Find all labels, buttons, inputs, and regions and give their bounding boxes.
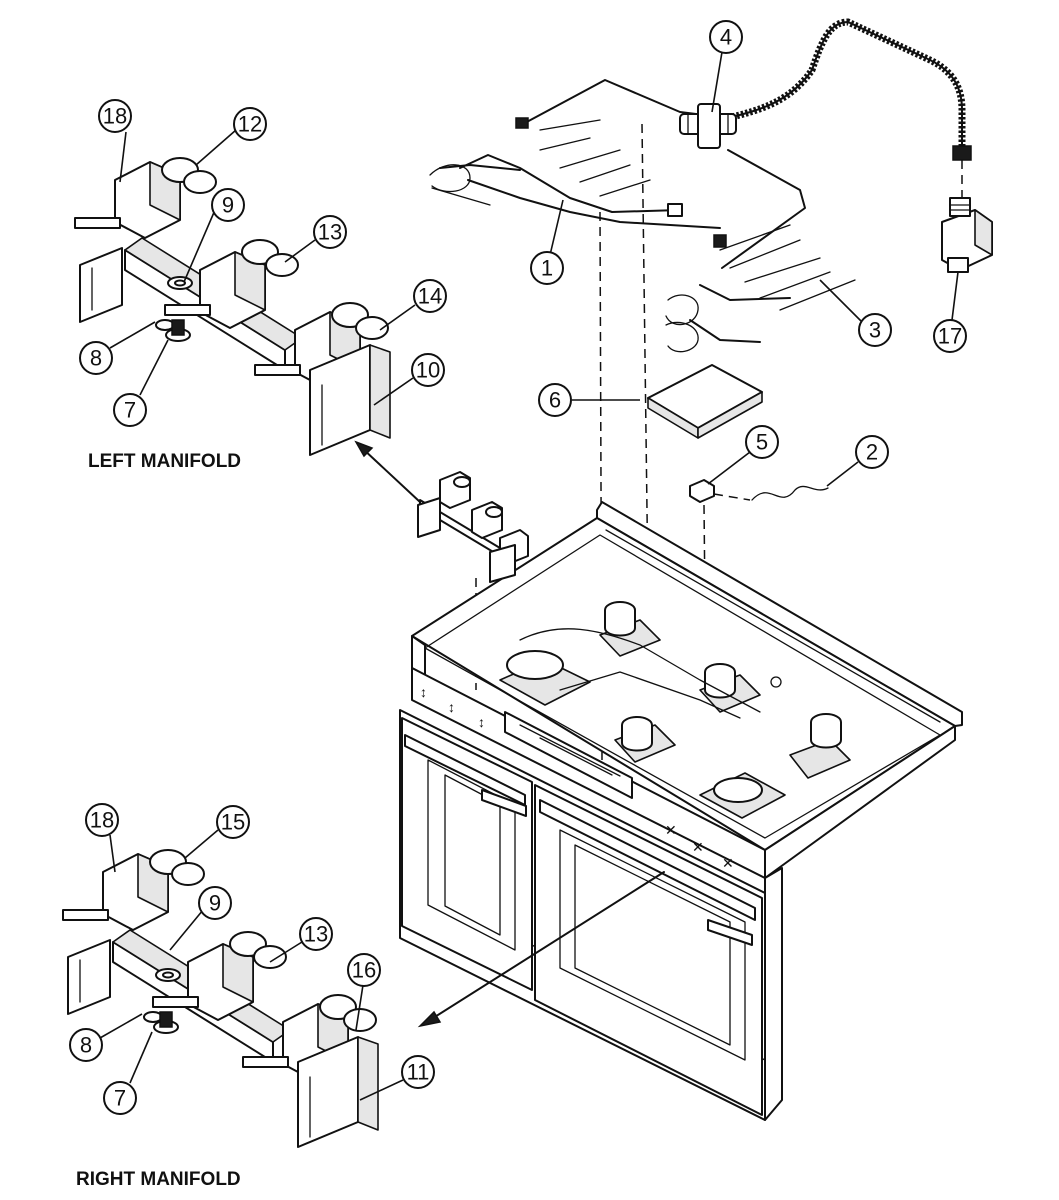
svg-text:18: 18 [103,104,127,129]
svg-text:↕: ↕ [478,714,485,730]
svg-text:18: 18 [90,808,114,833]
callout-8-left: 8 [79,341,113,375]
callout-13-left: 13 [313,215,347,249]
svg-text:2: 2 [866,440,878,465]
svg-text:15: 15 [221,810,245,835]
svg-text:1: 1 [541,256,553,281]
callout-16: 16 [347,953,381,987]
svg-text:✕: ✕ [692,839,704,855]
wiring-harness [429,79,856,353]
callout-3: 3 [858,313,892,347]
callout-7-right: 7 [103,1081,137,1115]
left-manifold-label: LEFT MANIFOLD [88,451,241,472]
callout-5: 5 [745,425,779,459]
svg-text:13: 13 [304,922,328,947]
svg-text:✕: ✕ [665,822,677,838]
svg-text:9: 9 [209,891,221,916]
burner-head-1 [604,601,636,637]
svg-text:6: 6 [549,388,561,413]
svg-text:↕: ↕ [420,684,427,700]
callout-7-left: 7 [113,393,147,427]
callout-12: 12 [233,107,267,141]
callout-2: 2 [855,435,889,469]
svg-text:5: 5 [756,430,768,455]
callout-8-right: 8 [69,1028,103,1062]
svg-text:4: 4 [720,25,732,50]
svg-text:14: 14 [418,284,442,309]
callout-17: 17 [933,319,967,353]
callout-11: 11 [401,1055,435,1089]
callout-14: 14 [413,279,447,313]
gas-regulator [941,197,993,273]
callout-6: 6 [538,383,572,417]
callout-18-right: 18 [85,803,119,837]
callout-9-left: 9 [211,188,245,222]
burner-head-4 [810,713,842,749]
callout-10: 10 [411,353,445,387]
svg-text:13: 13 [318,220,342,245]
svg-text:10: 10 [416,358,440,383]
burner-head-2 [704,663,736,699]
insulation-pad [647,364,763,439]
gas-tee-fitting [679,103,737,149]
svg-text:9: 9 [222,193,234,218]
ignition-switch [689,479,829,503]
svg-text:12: 12 [238,112,262,137]
callout-1: 1 [530,251,564,285]
svg-text:3: 3 [869,318,881,343]
installed-manifold-small [417,471,529,583]
callout-9-right: 9 [198,886,232,920]
exploded-view-arrows [354,440,665,1028]
svg-text:↕: ↕ [448,699,455,715]
svg-text:8: 8 [80,1033,92,1058]
callout-4: 4 [709,20,743,54]
callout-18-left: 18 [98,99,132,133]
range-cabinet: ↕ ↕ ↕ ✕ ✕ ✕ [399,501,963,1121]
svg-text:8: 8 [90,346,102,371]
right-manifold-label: RIGHT MANIFOLD [76,1169,241,1190]
svg-text:17: 17 [938,324,962,349]
svg-text:7: 7 [114,1086,126,1111]
flexible-gas-hose [727,18,972,161]
callout-15: 15 [216,805,250,839]
svg-text:16: 16 [352,958,376,983]
svg-text:✕: ✕ [722,855,734,871]
callout-13-right: 13 [299,917,333,951]
svg-text:11: 11 [407,1060,430,1085]
burner-head-3 [621,716,653,752]
svg-text:7: 7 [124,398,136,423]
